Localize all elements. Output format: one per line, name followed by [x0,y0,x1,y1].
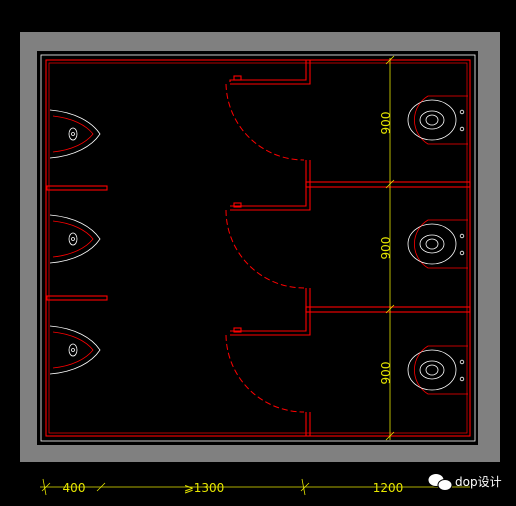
dim-vertical-1: 900 [379,112,393,135]
dim-horizontal-3: 1200 [373,481,404,495]
dim-horizontal-2: ⩾1300 [184,481,225,495]
door-swings [225,83,305,413]
toilet-2 [407,219,468,269]
urinal-3 [49,325,101,375]
stall-front-3 [230,288,307,332]
stall-front-2 [230,160,307,207]
dim-vertical-2: 900 [379,237,393,260]
wechat-icon [427,473,453,491]
vertical-dimension-line [385,55,395,441]
urinal-screen-2 [46,295,108,301]
stall-front-1 [229,60,307,82]
toilets [407,95,468,395]
watermark-text: dop设计 [455,475,502,489]
urinal-2 [49,214,101,264]
door-arc-1 [225,83,305,161]
horizontal-dimension-line [40,478,470,496]
walls [45,59,471,437]
dim-vertical-3: 900 [379,362,393,385]
toilet-3 [407,345,468,395]
toilet-1 [407,95,468,145]
dim-horizontal-1: 400 [63,481,86,495]
drawing-area [37,51,478,445]
urinal-1 [49,109,101,159]
urinals [49,109,101,375]
room-outline [45,59,471,437]
urinal-screen-1 [46,185,108,191]
outer-border-line [40,54,476,442]
